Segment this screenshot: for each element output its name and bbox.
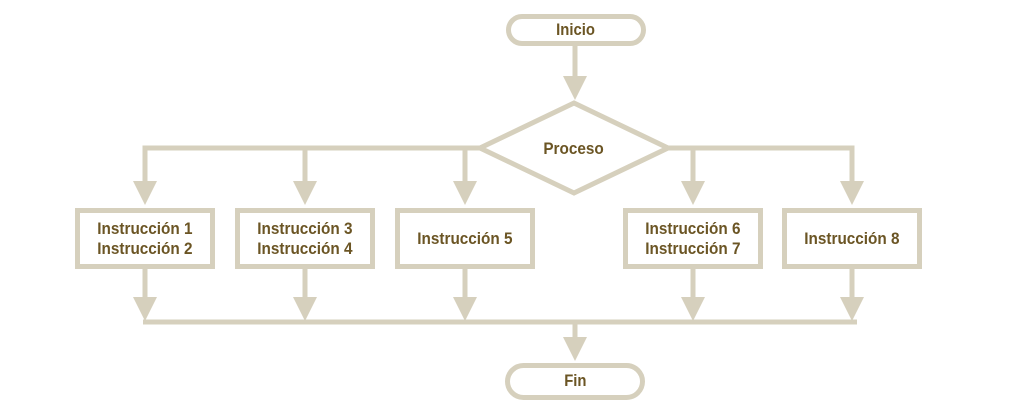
node-decision-label: Proceso — [543, 139, 605, 158]
arrowhead-into-box2 — [293, 181, 317, 205]
arrowhead-merge-3 — [453, 297, 477, 321]
arrowhead-into-box4 — [681, 181, 705, 205]
connector-branch-right — [668, 145, 855, 182]
arrowhead-merge-4 — [681, 297, 705, 321]
arrowhead-merge-2 — [293, 297, 317, 321]
instruction-box-1: Instrucción 1 Instrucción 2 — [75, 208, 215, 269]
instruction-box-3-line-1: Instrucción 5 — [417, 228, 513, 248]
node-start: Inicio — [506, 14, 646, 46]
node-end: Fin — [505, 363, 645, 400]
instruction-box-3: Instrucción 5 — [395, 208, 535, 269]
instruction-box-4-line-2: Instrucción 7 — [645, 238, 741, 258]
instruction-box-2-line-2: Instrucción 4 — [257, 238, 353, 258]
instruction-box-4: Instrucción 6 Instrucción 7 — [623, 208, 763, 269]
node-start-label: Inicio — [556, 20, 596, 39]
arrowhead-into-box1 — [133, 181, 157, 205]
instruction-box-1-line-1: Instrucción 1 — [97, 218, 193, 238]
node-end-label: Fin — [563, 372, 587, 390]
arrowhead-into-end — [563, 337, 587, 361]
arrowhead-into-box5 — [840, 181, 864, 205]
arrowhead-into-decision — [563, 76, 587, 100]
instruction-box-5: Instrucción 8 — [782, 208, 922, 269]
instruction-box-5-line-1: Instrucción 8 — [804, 228, 900, 248]
instruction-box-1-line-2: Instrucción 2 — [97, 238, 193, 258]
arrowhead-into-box3 — [453, 181, 477, 205]
decision-diamond-shape — [474, 100, 674, 196]
instruction-box-2-line-1: Instrucción 3 — [257, 218, 353, 238]
connector-branch-left — [142, 145, 480, 182]
arrowhead-merge-1 — [133, 297, 157, 321]
instruction-box-4-line-1: Instrucción 6 — [645, 218, 741, 238]
instruction-box-2: Instrucción 3 Instrucción 4 — [235, 208, 375, 269]
arrowhead-merge-5 — [840, 297, 864, 321]
